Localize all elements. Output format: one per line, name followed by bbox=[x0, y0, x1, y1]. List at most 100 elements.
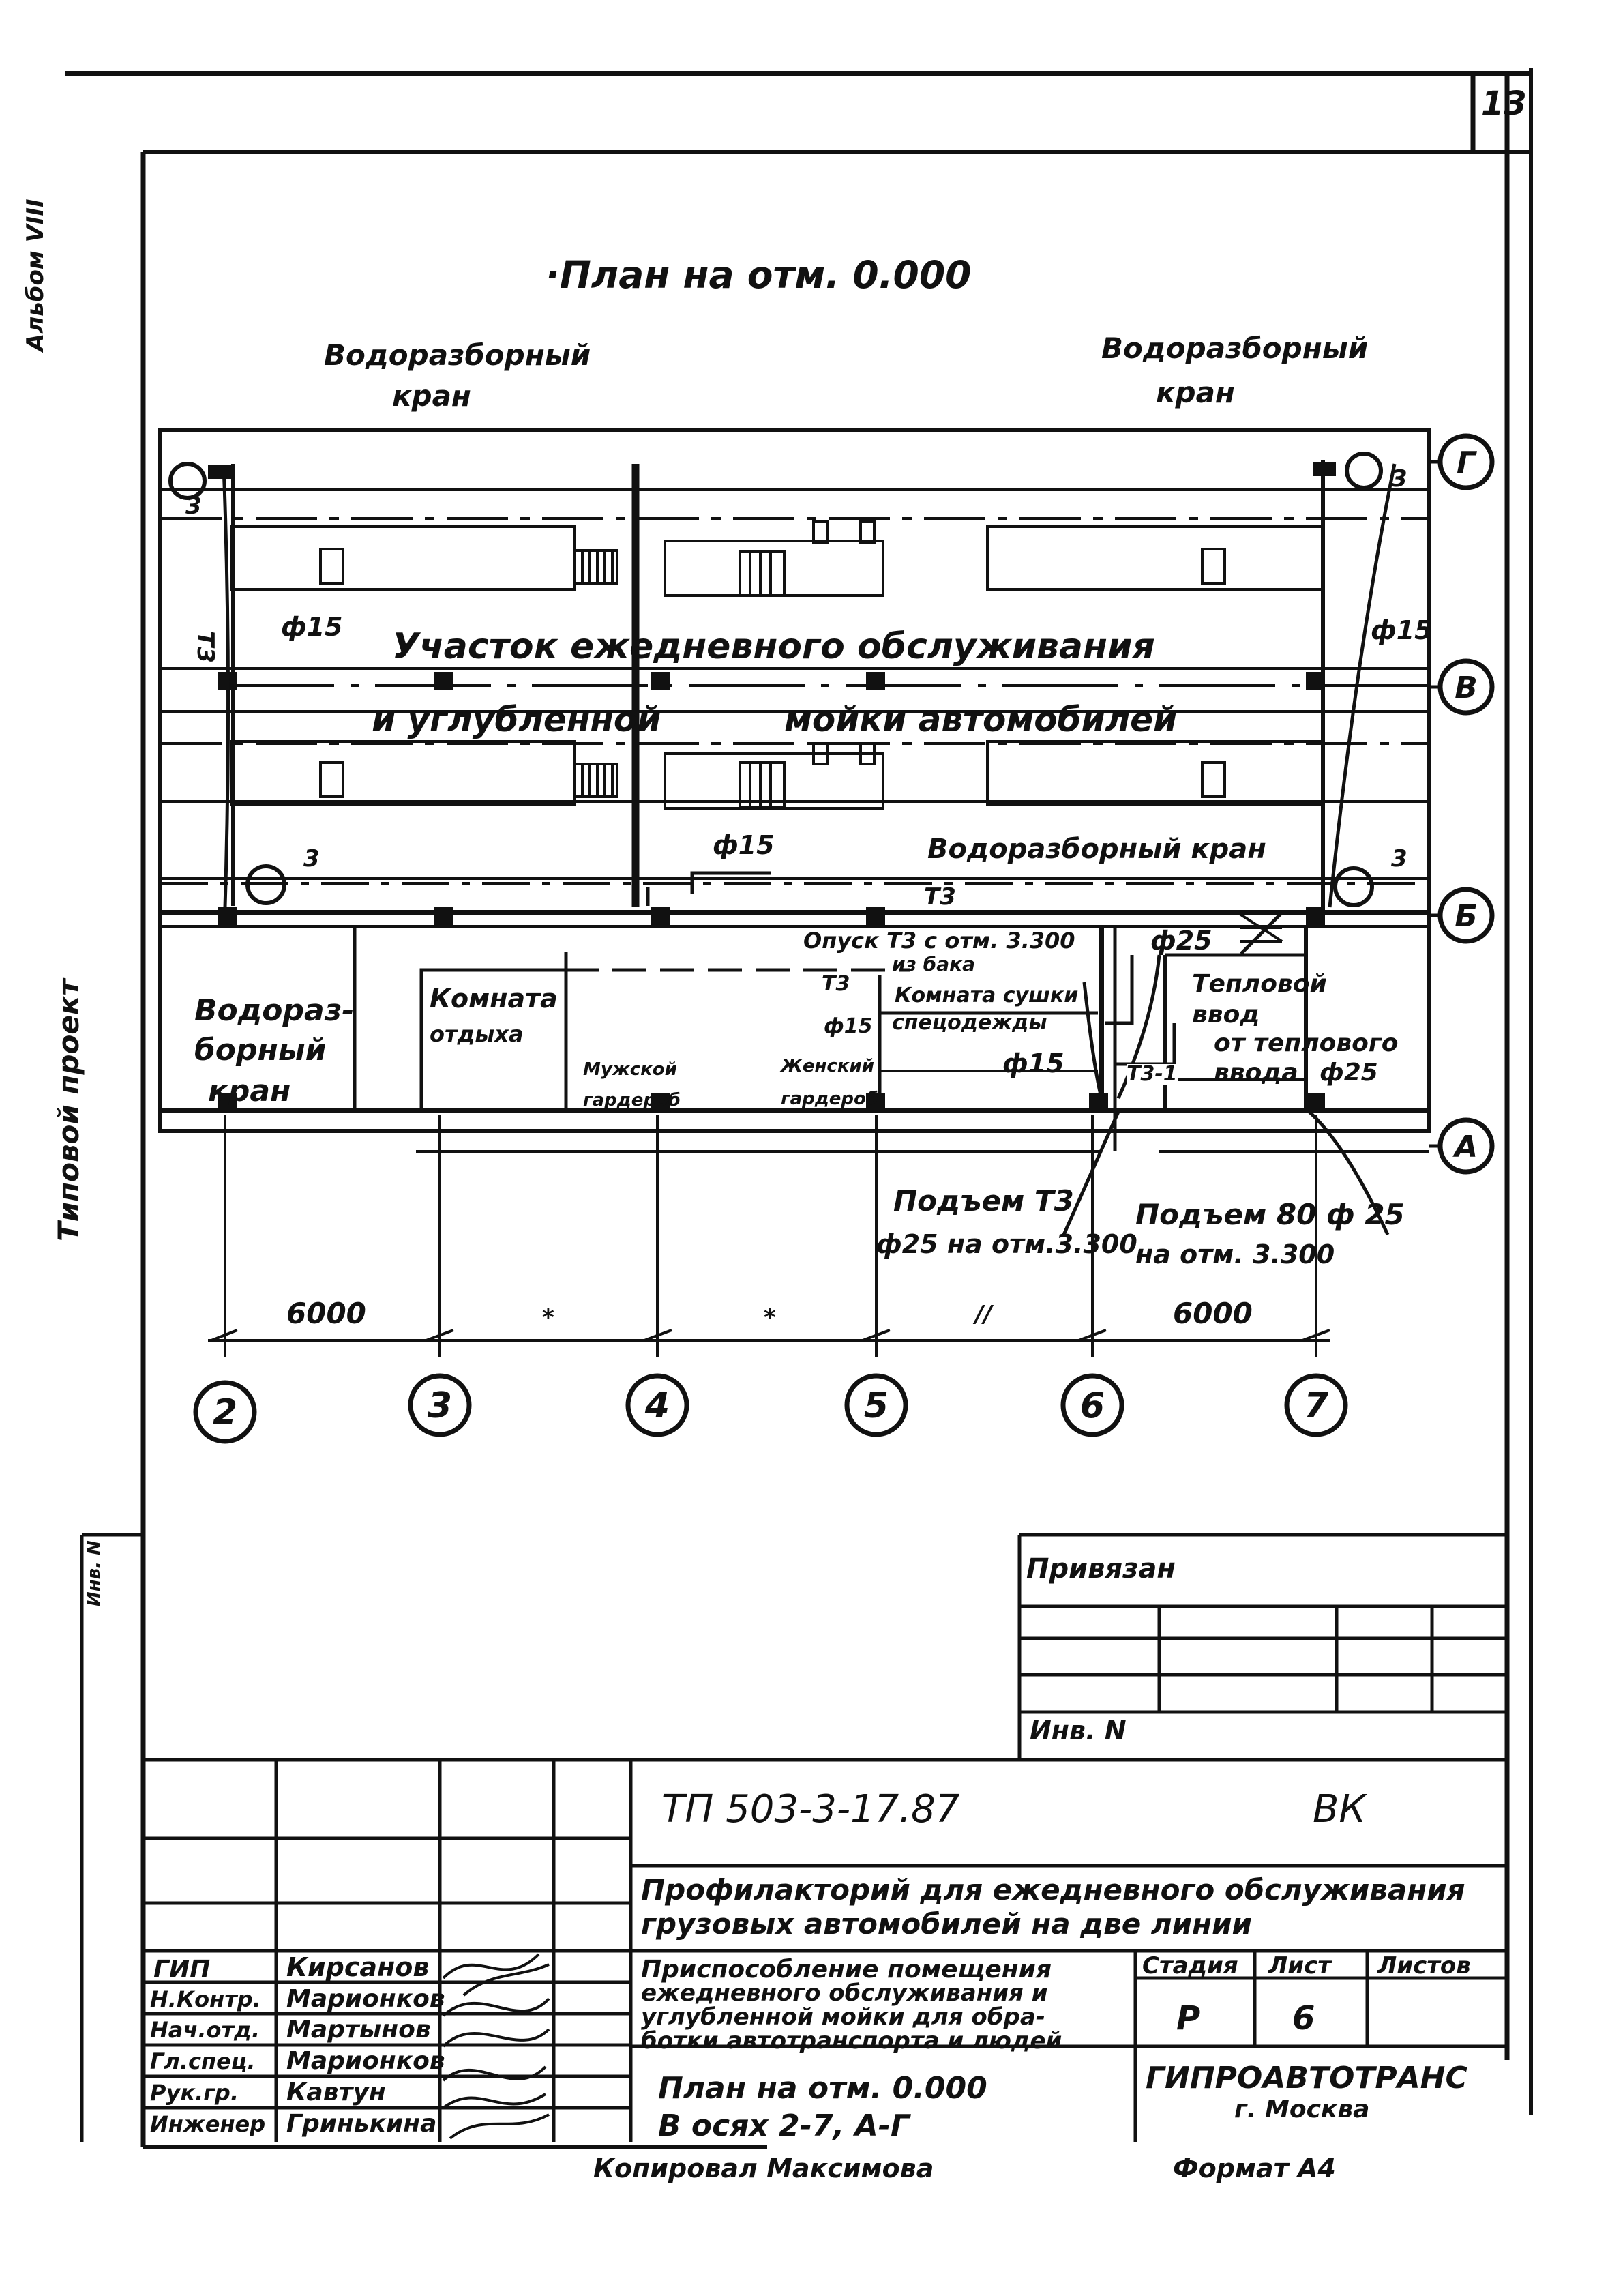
rise-t3-label-1: Подъем Т3 bbox=[893, 1184, 1074, 1218]
equipment-number-top-right: 3 bbox=[1391, 465, 1407, 492]
role-group-head: Рук.гр. bbox=[150, 2080, 239, 2106]
sheet-description-1: Приспособление помещения bbox=[641, 1956, 1052, 1984]
axis-col-2: 2 bbox=[213, 1392, 237, 1433]
document-section: ВК bbox=[1313, 1787, 1367, 1831]
pipe-d15-room: ф15 bbox=[824, 1014, 873, 1038]
drying-room-label-2: спецодежды bbox=[892, 1011, 1047, 1035]
side-project-label: Типовой проект bbox=[52, 979, 85, 1241]
name-department-head: Мартынов bbox=[286, 2016, 431, 2044]
organization-city: г. Москва bbox=[1234, 2095, 1370, 2123]
water-tap-lower-left-1: Водораз- bbox=[194, 993, 355, 1028]
sheet-description-2: ежедневного обслуживания и bbox=[641, 1979, 1048, 2007]
pipe-t3-room: Т3 bbox=[822, 972, 850, 996]
heat-input-label-1: Тепловой bbox=[1192, 970, 1327, 998]
dimension-right: 6000 bbox=[1173, 1297, 1253, 1330]
axis-col-7: 7 bbox=[1304, 1385, 1329, 1426]
pipe-t3-1-label: Т3-1 bbox=[1127, 1062, 1178, 1086]
name-normcontrol: Марионков bbox=[286, 1985, 445, 2013]
male-wardrobe-label-1: Мужской bbox=[583, 1059, 677, 1080]
water-tap-label-middle-right: Водоразборный кран bbox=[927, 834, 1266, 865]
drying-room-label-1: Комната сушки bbox=[895, 984, 1079, 1007]
plan-caption-1: План на отм. 0.000 bbox=[658, 2071, 987, 2106]
drawing-title: ·План на отм. 0.000 bbox=[546, 253, 972, 297]
side-inv-label: Инв. N bbox=[84, 1540, 104, 1606]
water-tap-label-top-left-1: Водоразборный bbox=[324, 338, 591, 372]
heat-input-label-4: ввода bbox=[1214, 1059, 1298, 1087]
water-tap-lower-left-2: борный bbox=[194, 1033, 327, 1068]
water-tap-label-top-right-1: Водоразборный bbox=[1101, 332, 1369, 365]
pipe-d15-left: ф15 bbox=[281, 612, 343, 642]
copied-label: Копировал Максимова bbox=[593, 2153, 934, 2183]
plan-frame bbox=[158, 428, 1431, 1153]
page-number: 13 bbox=[1481, 85, 1527, 123]
pipe-d25-riser: ф25 bbox=[1150, 926, 1212, 956]
role-normcontrol: Н.Контр. bbox=[150, 1986, 261, 2012]
axis-row-b: Б bbox=[1455, 899, 1478, 934]
name-chief-specialist: Марионков bbox=[286, 2047, 445, 2075]
male-wardrobe-label-2: гардероб bbox=[583, 1090, 681, 1110]
axis-row-a: А bbox=[1452, 1130, 1478, 1164]
organization-name: ГИПРОАВТОТРАНС bbox=[1146, 2061, 1467, 2095]
sheet-description-3: углубленной мойки для обра- bbox=[641, 2003, 1045, 2031]
inventory-label: Инв. N bbox=[1030, 1716, 1127, 1746]
dimension-left: 6000 bbox=[286, 1297, 366, 1330]
rise-80-label-2: на отм. 3.300 bbox=[1135, 1239, 1335, 1269]
sheets-header: Листов bbox=[1377, 1952, 1471, 1979]
attached-label: Привязан bbox=[1026, 1553, 1176, 1585]
heat-input-label-5: ф25 bbox=[1320, 1059, 1378, 1087]
signature-marks bbox=[442, 1953, 550, 2140]
female-wardrobe-label-1: Женский bbox=[781, 1056, 874, 1076]
stage-value: Р bbox=[1176, 1999, 1201, 2037]
rest-room-label-2: отдыха bbox=[430, 1021, 524, 1047]
role-department-head: Нач.отд. bbox=[150, 2017, 260, 2043]
dimension-mark-3: // bbox=[975, 1301, 992, 1328]
heat-input-label-2: ввод bbox=[1192, 1001, 1260, 1029]
role-engineer: Инженер bbox=[150, 2111, 266, 2137]
rise-80-label-1: Подъем 80 ф 25 bbox=[1135, 1198, 1405, 1231]
equipment-number-lower-left: 3 bbox=[303, 845, 320, 872]
equipment-number-lower-right: 3 bbox=[1391, 845, 1407, 872]
name-group-head: Кавтун bbox=[286, 2078, 386, 2106]
equipment-number-top-left: 3 bbox=[185, 492, 202, 520]
pipe-t3-middle: Т3 bbox=[924, 883, 956, 911]
axis-row-v: В bbox=[1455, 671, 1478, 705]
dimension-mark-2: * bbox=[764, 1304, 776, 1331]
document-code: ТП 503-3-17.87 bbox=[661, 1787, 960, 1831]
project-name-2: грузовых автомобилей на две линии bbox=[641, 1907, 1252, 1941]
work-area-label-2-left: и углубленной bbox=[372, 700, 661, 739]
axis-col-3: 3 bbox=[428, 1385, 452, 1426]
pipe-d15-right: ф15 bbox=[1371, 615, 1433, 645]
sheet-header: Лист bbox=[1268, 1952, 1331, 1979]
axis-col-4: 4 bbox=[644, 1385, 670, 1426]
axis-col-5: 5 bbox=[864, 1385, 889, 1426]
format-label: Формат А4 bbox=[1173, 2153, 1336, 2183]
project-name-1: Профилакторий для ежедневного обслуживан… bbox=[641, 1873, 1465, 1907]
drop-pipe-label-1: Опуск Т3 с отм. 3.300 bbox=[803, 928, 1075, 954]
rise-t3-label-2: ф25 на отм.3.300 bbox=[876, 1229, 1137, 1259]
pipe-d15-middle: ф15 bbox=[713, 830, 775, 860]
work-area-label-1: Участок ежедневного обслуживания bbox=[392, 626, 1155, 667]
water-tap-lower-left-3: кран bbox=[208, 1074, 291, 1108]
plan-caption-2: В осях 2-7, А-Г bbox=[658, 2108, 910, 2143]
water-tap-label-top-left-2: кран bbox=[392, 379, 471, 413]
work-area-label-2-right: мойки автомобилей bbox=[784, 700, 1178, 739]
role-gip: ГИП bbox=[153, 1956, 211, 1984]
water-tap-label-top-right-2: кран bbox=[1156, 376, 1235, 409]
dimension-mark-1: * bbox=[542, 1304, 554, 1331]
axis-row-g: Г bbox=[1457, 445, 1477, 480]
name-engineer: Гринькина bbox=[286, 2110, 437, 2138]
pipe-d15-drying: ф15 bbox=[1002, 1048, 1064, 1078]
name-gip: Кирсанов bbox=[286, 1952, 430, 1982]
heat-input-label-3: от теплового bbox=[1214, 1029, 1399, 1057]
drop-pipe-label-2: из бака bbox=[892, 953, 975, 975]
pipe-t3-left: Т3 bbox=[192, 631, 219, 663]
sheet-value: 6 bbox=[1292, 1999, 1315, 2037]
rest-room-label-1: Комната bbox=[430, 984, 558, 1014]
side-album-label: Альбом VIII bbox=[22, 198, 49, 351]
female-wardrobe-label-2: гардероб bbox=[781, 1089, 878, 1109]
role-chief-specialist: Гл.спец. bbox=[150, 2048, 256, 2074]
sheet-description-4: ботки автотранспорта и людей bbox=[641, 2027, 1062, 2055]
axis-col-6: 6 bbox=[1080, 1385, 1105, 1426]
